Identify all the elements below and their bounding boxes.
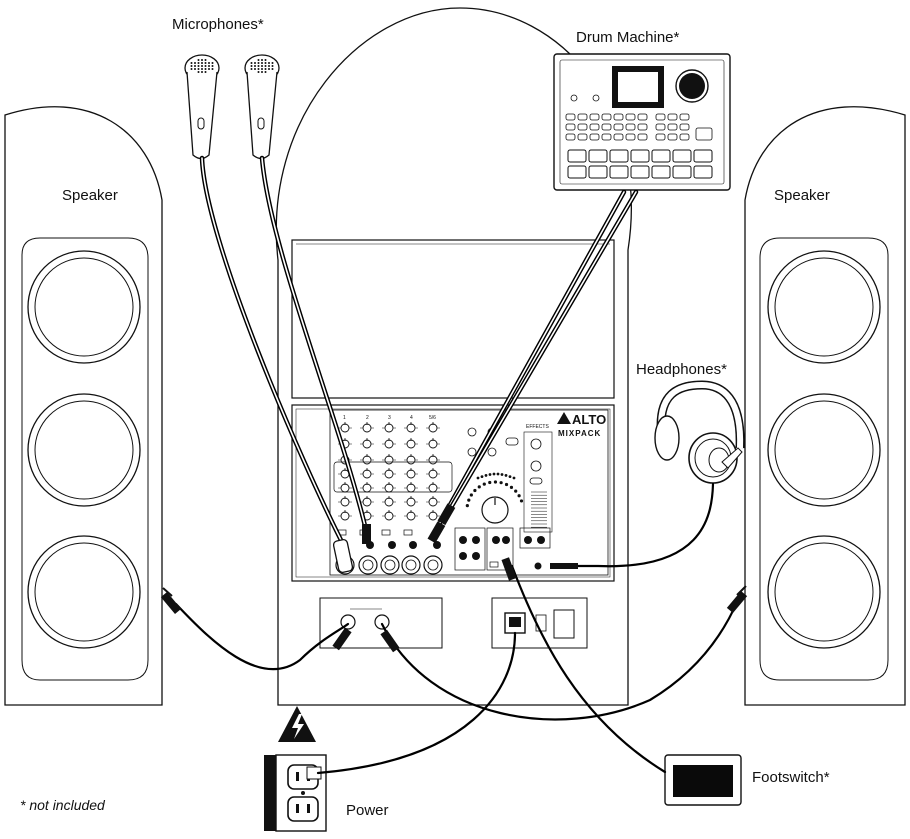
high-voltage-warning-icon <box>278 706 316 742</box>
brand-logo: ALTO <box>572 412 606 427</box>
drum-machine <box>553 53 731 191</box>
microphone-right <box>244 54 280 160</box>
model-logo: MIXPACK <box>558 429 601 438</box>
headphones <box>654 380 745 484</box>
effects-list <box>531 491 547 528</box>
power-panel <box>491 597 588 649</box>
headphones-label: Headphones* <box>636 361 727 378</box>
level-meter <box>465 472 524 508</box>
footswitch-label: Footswitch* <box>752 769 830 786</box>
microphones-label: Microphones* <box>172 16 264 33</box>
speaker-output-panel <box>319 597 443 649</box>
channel-label-3: 3 <box>388 415 391 421</box>
master-volume-knob[interactable] <box>481 496 509 524</box>
microphone-left <box>184 54 220 160</box>
channel-label-1: 1 <box>343 415 346 421</box>
channel-label-4: 4 <box>410 415 413 421</box>
cables <box>174 155 740 775</box>
speaker-left <box>4 106 163 706</box>
cable-plugs <box>160 503 748 653</box>
drum-machine-label: Drum Machine* <box>576 29 680 46</box>
mixpack-upper-panel <box>291 239 615 399</box>
footswitch <box>664 754 742 806</box>
channel-knob-grid <box>338 422 440 521</box>
effects-label: EFFECTS <box>526 424 549 430</box>
electrical-outlet-icon <box>264 754 327 832</box>
speaker-right <box>744 106 906 706</box>
power-label: Power <box>346 802 389 819</box>
channel-label-5-6: 5/6 <box>429 415 436 421</box>
speaker-left-label: Speaker <box>62 187 118 204</box>
channel-label-2: 2 <box>366 415 369 421</box>
footnote: * not included <box>20 797 106 813</box>
speaker-right-label: Speaker <box>774 187 830 204</box>
